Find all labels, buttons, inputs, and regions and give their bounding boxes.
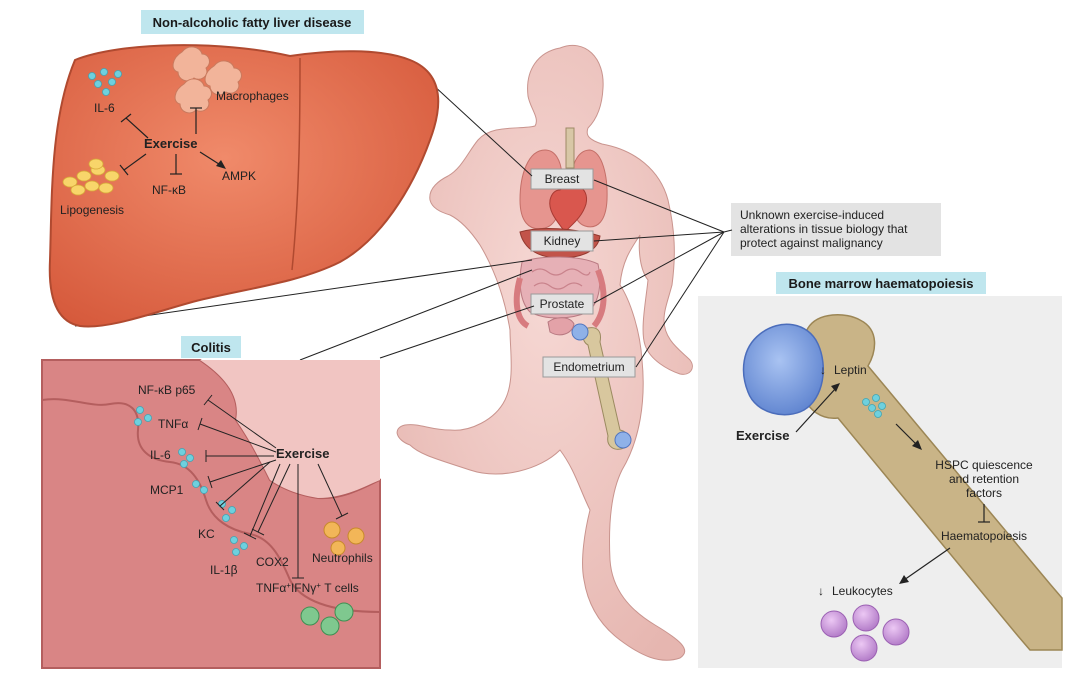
- body-silhouette: [396, 44, 693, 661]
- marrow-leptin-cytokines: [862, 394, 886, 418]
- liver-nfkb-label: NF-κB: [152, 183, 186, 197]
- liver-lobe-divider: [291, 57, 301, 271]
- liver-lipid-droplets: [62, 158, 120, 196]
- colitis-il6-label: IL-6: [150, 448, 171, 462]
- leukocytes-icon: [820, 604, 910, 662]
- colitis-title-bg: [181, 336, 241, 358]
- liver-title: Non-alcoholic fatty liver disease: [153, 15, 352, 30]
- organ-label-breast: Breast: [530, 168, 594, 190]
- colitis-tcells-label: TNFα+IFNγ+ T cells: [256, 581, 359, 596]
- colitis-panel: Colitis NF-κB p65 TNFα IL-6 MCP1 KC IL-1…: [41, 336, 381, 669]
- colitis-mucosa: [200, 360, 380, 498]
- colitis-neutrophils-label: Neutrophils: [312, 551, 373, 565]
- colitis-kc-label: KC: [198, 527, 215, 541]
- note-line-1: Unknown exercise-induced: [740, 208, 884, 222]
- colitis-nfkbp65-label: NF-κB p65: [138, 383, 196, 397]
- colitis-tnfa-label: TNFα: [158, 417, 188, 431]
- liver-shape: [48, 44, 440, 328]
- marrow-exercise-label: Exercise: [736, 428, 790, 443]
- liver-ampk-label: AMPK: [222, 169, 256, 183]
- knee-icon: [614, 431, 632, 449]
- haematopoiesis-label: Haematopoiesis: [941, 529, 1027, 543]
- femur-small-head: [571, 323, 589, 341]
- femur-head-icon: [742, 323, 825, 416]
- leukocytes-label: Leukocytes: [832, 584, 893, 598]
- human-figure: [396, 44, 693, 661]
- leukocytes-down-arrow: ↓: [818, 584, 824, 598]
- colitis-inhibition-arrows: [197, 394, 349, 579]
- colitis-cytokines: [134, 406, 248, 556]
- liver-macrophages-label: Macrophages: [216, 89, 289, 103]
- leptin-down-arrow: ↓: [820, 363, 826, 377]
- liver-il6-label: IL-6: [94, 101, 115, 115]
- note-line-2: alterations in tissue biology that: [740, 222, 908, 236]
- marrow-title: Bone marrow haematopoiesis: [789, 276, 974, 291]
- liver-activation-arrow: [199, 151, 226, 169]
- organ-label-prostate: Prostate: [530, 293, 594, 315]
- hspc-line-3: factors: [966, 486, 1002, 500]
- colitis-tcells-icon: [300, 602, 354, 636]
- note-box: Unknown exercise-induced alterations in …: [731, 203, 941, 256]
- liver-il6-cytokines: [88, 68, 122, 96]
- exercise-to-leptin-arrow: [795, 383, 840, 433]
- colitis-mcp1-label: MCP1: [150, 483, 184, 497]
- kidney-label: Kidney: [544, 234, 581, 248]
- leptin-label: Leptin: [834, 363, 867, 377]
- hspc-inhibition: [978, 504, 990, 523]
- liver-title-bg: [141, 10, 364, 34]
- colon-icon: [513, 268, 607, 329]
- prostate-label: Prostate: [540, 297, 585, 311]
- liver-inhibition-arrows: [119, 107, 202, 176]
- liver-exercise-label: Exercise: [144, 136, 198, 151]
- liver-panel: Non-alcoholic fatty liver disease IL-6 M…: [48, 10, 440, 328]
- marrow-title-bg: [776, 272, 986, 294]
- note-connectors: [593, 179, 733, 368]
- bladder-icon: [547, 317, 575, 336]
- leptin-to-hspc-arrow: [895, 423, 922, 450]
- colitis-neutrophils-icon: [323, 521, 365, 556]
- breast-label: Breast: [545, 172, 580, 186]
- colitis-cox2-label: COX2: [256, 555, 289, 569]
- colitis-exercise-label: Exercise: [276, 446, 330, 461]
- note-line-3: protect against malignancy: [740, 236, 883, 250]
- colitis-il1b-label: IL-1β: [210, 563, 238, 577]
- liver-lipogenesis-label: Lipogenesis: [60, 203, 124, 217]
- colitis-title: Colitis: [191, 340, 231, 355]
- hspc-line-1: HSPC quiescence: [935, 458, 1033, 472]
- haematopoiesis-to-leukocytes-arrow: [899, 547, 951, 584]
- trachea-icon: [565, 127, 575, 169]
- hspc-line-2: and retention: [949, 472, 1019, 486]
- organ-label-kidney: Kidney: [530, 230, 594, 252]
- endometrium-label: Endometrium: [553, 360, 624, 374]
- marrow-panel: Bone marrow haematopoiesis ↓ Leptin Exer…: [698, 272, 1063, 668]
- liver-macrophages-icon: [172, 46, 242, 114]
- organ-label-endometrium: Endometrium: [542, 356, 636, 378]
